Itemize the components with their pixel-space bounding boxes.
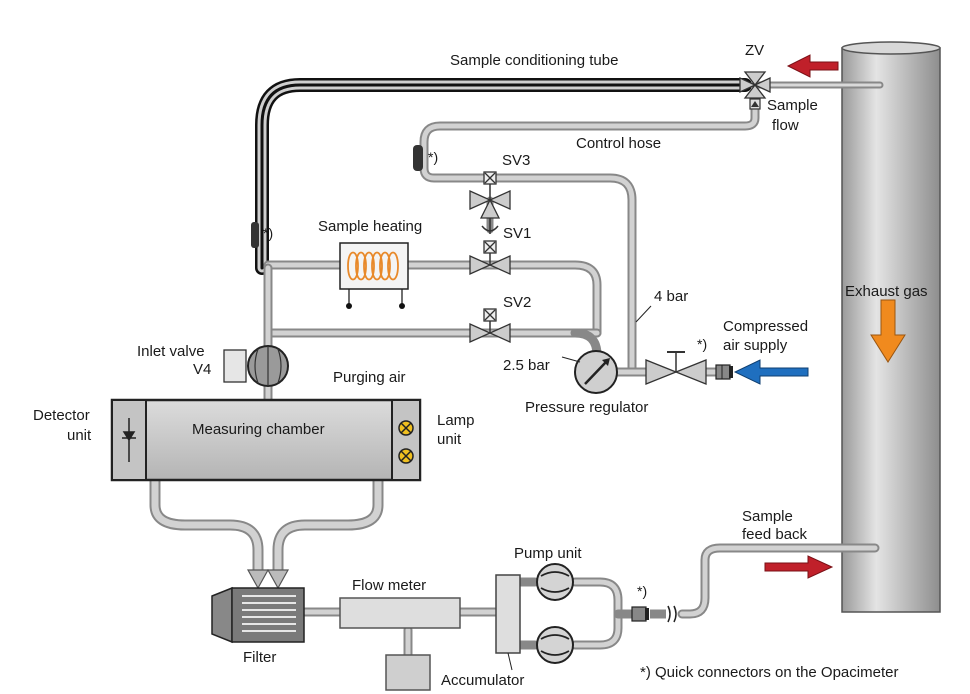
exhaust-stack-top [841,41,941,55]
pump-unit-label: Pump unit [514,545,582,562]
sample-heating-label: Sample heating [318,218,422,235]
lamp-unit-label-line1: Lamp [437,412,475,429]
sample-flow-label-line2: flow [772,117,799,134]
quick-connector-mark-1: *) [428,149,438,165]
filter-label: Filter [243,649,276,666]
purging-air-label: Purging air [333,369,406,386]
pressure-callout [561,356,581,363]
exhaust-flow-arrow [870,299,906,363]
sample-inflow-arrow [786,54,839,78]
sample-heating [339,242,409,309]
air-supply-valve[interactable] [645,351,707,385]
sv2-valve[interactable] [469,308,511,344]
filter-inlet-arrow-left [246,569,270,590]
inlet-valve-v4[interactable] [223,345,289,387]
pump-upper [536,563,574,601]
two-five-bar-label: 2.5 bar [503,357,550,374]
accumulator-label: Accumulator [441,672,524,689]
measuring-chamber [110,398,422,482]
accumulator [495,574,521,654]
flow-meter [339,597,461,691]
detector-unit-label-line1: Detector [33,407,90,424]
control-hose-label: Control hose [576,135,661,152]
chamber-outlet-hoses [149,474,384,576]
zv-valve[interactable] [739,71,771,99]
pressure-regulator-label: Pressure regulator [525,399,648,416]
sample-return-arrow [764,555,834,579]
pump-lower [536,626,574,664]
inlet-valve-label-line1: Inlet valve [137,343,205,360]
sample-conditioning-tube-label: Sample conditioning tube [450,52,618,69]
quick-connector-mark-4: *) [637,583,647,599]
four-bar-label: 4 bar [654,288,688,305]
accumulator-callout [507,652,513,671]
inlet-valve-label-line2: V4 [193,361,211,378]
sv1-label: SV1 [503,225,531,242]
compressed-air-label-line2: air supply [723,337,788,354]
sv2-label: SV2 [503,294,531,311]
compressed-air-arrow [733,359,809,385]
sample-feed-back-label-line2: feed back [742,526,808,543]
air-quick-connector [715,364,733,380]
flow-meter-label: Flow meter [352,577,426,594]
sample-feed-back-label-line1: Sample [742,508,793,525]
detector-unit-label-line2: unit [67,427,92,444]
filter-inlet-arrow-right [266,569,290,590]
return-quick-connector [631,605,677,623]
quick-connector-mark-3: *) [697,336,707,352]
sv3-valve[interactable] [469,171,511,234]
measuring-chamber-label: Measuring chamber [192,421,325,438]
lamp-unit-label-line2: unit [437,431,462,448]
exhaust-gas-label: Exhaust gas [845,283,928,300]
air-pipework [263,196,723,405]
pressure-regulator[interactable] [574,350,618,394]
sample-flow-sensor-mark [751,101,759,107]
sv1-valve[interactable] [469,240,511,276]
control-hose [419,95,760,377]
footnote-label: *) Quick connectors on the Opacimeter [640,664,898,681]
sv3-label: SV3 [502,152,530,169]
lamp-icon [398,420,414,464]
quick-connector-sample-tube [251,222,259,248]
sample-conditioning-tube [255,78,884,275]
zv-label: ZV [745,42,764,59]
four-bar-callout [635,305,652,323]
quick-connector-control-hose [413,145,423,171]
return-pipework [300,543,880,660]
filter [211,586,305,644]
quick-connector-mark-2: *) [263,225,273,241]
sample-flow-label-line1: Sample [767,97,818,114]
compressed-air-label-line1: Compressed [723,318,808,335]
